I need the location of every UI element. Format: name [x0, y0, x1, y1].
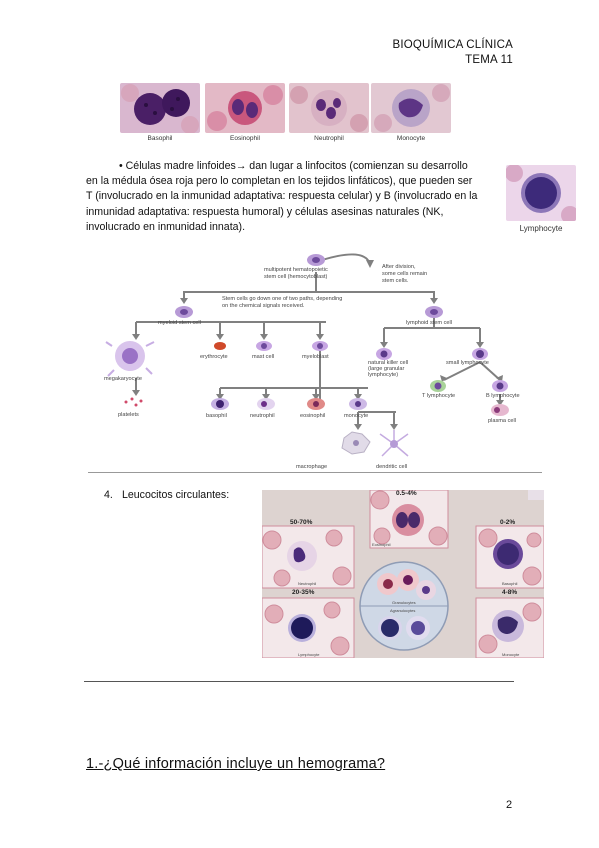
list-item-number: 4.: [104, 489, 113, 501]
label-nk-line3: lymphocyte): [368, 372, 398, 378]
pct-lymphocyte: 20-35%: [292, 589, 315, 596]
label-stem-line1: multipotent hematopoietic: [264, 267, 328, 273]
list-item-text: Leucocitos circulantes:: [122, 489, 230, 501]
pct-basophil: 0-2%: [500, 519, 515, 526]
label-mast-cell: mast cell: [252, 354, 274, 360]
label-nk-line1: natural killer cell: [368, 360, 408, 366]
list-item-4: 4. Leucocitos circulantes:: [104, 489, 229, 501]
header-title: BIOQUÍMICA CLÍNICA: [392, 39, 513, 51]
label-megakaryocyte: megakaryocyte: [104, 376, 142, 382]
label-myeloblast: myeloblast: [302, 354, 329, 360]
lymphocyte-caption: Lymphocyte: [519, 224, 563, 233]
label-agranulocytes: Agranulocytes: [390, 608, 415, 613]
label-eosinophil-photo: Eosinophil: [372, 542, 391, 547]
label-eosinophil: eosinophil: [300, 413, 325, 419]
paragraph-line5: involucrado en inmunidad innata).: [86, 220, 246, 233]
page-number: 2: [506, 799, 513, 811]
eosinophil-image: [205, 83, 285, 133]
divider: [88, 472, 542, 473]
paragraph-line1: • Células madre linfoides: [119, 160, 236, 172]
label-paths-line1: Stem cells go down one of two paths, dep…: [222, 296, 342, 302]
lymphocyte-image: [506, 165, 576, 221]
paragraph-line4: inmunidad adaptativa: respuesta humoral)…: [86, 205, 444, 218]
lymphoid-paragraph: • Células madre linfoides→ dan lugar a l…: [86, 159, 506, 235]
right-arrow-icon: →: [235, 160, 247, 172]
label-myeloid: myeloid stem cell: [158, 320, 201, 326]
label-monocyte-photo: Monocyte: [502, 652, 520, 657]
label-plasma-cell: plasma cell: [488, 418, 516, 424]
label-b-lymphocyte: B lymphocyte: [486, 393, 520, 399]
label-dendritic-cell: dendritic cell: [376, 464, 407, 470]
monocyte-caption: Monocyte: [396, 135, 426, 142]
label-small-lymphocyte: small lymphocyte: [446, 360, 489, 366]
label-erythrocyte: erythrocyte: [200, 354, 228, 360]
label-granulocytes: Granulocytes: [392, 600, 416, 605]
question-heading: 1.-¿Qué información incluye un hemograma…: [86, 756, 386, 772]
divider: [84, 681, 514, 682]
neutrophil-caption: Neutrophil: [314, 135, 344, 142]
basophil-image: [120, 83, 200, 133]
paragraph-line1b: dan lugar a linfocitos (comienzan su des…: [246, 160, 468, 172]
eosinophil-caption: Eosinophil: [230, 135, 260, 142]
pct-monocyte: 4-8%: [502, 589, 517, 596]
label-neutrophil-photo: Neutrophil: [298, 581, 316, 586]
leukocyte-photo: 0.5-4% 50-70% 0-2% 20-35% 4-8% Eosinophi…: [262, 490, 544, 658]
label-platelets: platelets: [118, 412, 139, 418]
label-after-line1: After division,: [382, 264, 416, 270]
label-lymphoid: lymphoid stem cell: [406, 320, 452, 326]
label-nk-line2: (large granular: [368, 366, 405, 372]
label-neutrophil: neutrophil: [250, 413, 275, 419]
label-basophil-photo: Basophil: [502, 581, 517, 586]
label-stem-line2: stem cell (hemocytoblast): [264, 274, 328, 280]
monocyte-image: [371, 83, 451, 133]
basophil-caption: Basophil: [147, 135, 173, 142]
neutrophil-image: [289, 83, 369, 133]
hematopoiesis-diagram: multipotent hematopoietic stem cell (hem…: [104, 253, 520, 470]
label-lymphocyte-photo: Lymphocyte: [298, 652, 320, 657]
label-basophil: basophil: [206, 413, 227, 419]
pct-eosinophil: 0.5-4%: [396, 490, 417, 497]
label-after-line3: stem cells.: [382, 278, 409, 284]
header-topic: TEMA 11: [465, 54, 513, 66]
label-t-lymphocyte: T lymphocyte: [422, 393, 455, 399]
label-paths-line2: on the chemical signals received.: [222, 303, 305, 309]
pct-neutrophil: 50-70%: [290, 519, 313, 526]
label-macrophage: macrophage: [296, 464, 327, 470]
label-after-line2: some cells remain: [382, 271, 427, 277]
paragraph-line3: T (involucrado en la inmunidad adaptativ…: [86, 190, 478, 203]
label-monocyte: monocyte: [344, 413, 368, 419]
paragraph-line2: en la médula ósea roja pero lo completan…: [86, 175, 473, 188]
